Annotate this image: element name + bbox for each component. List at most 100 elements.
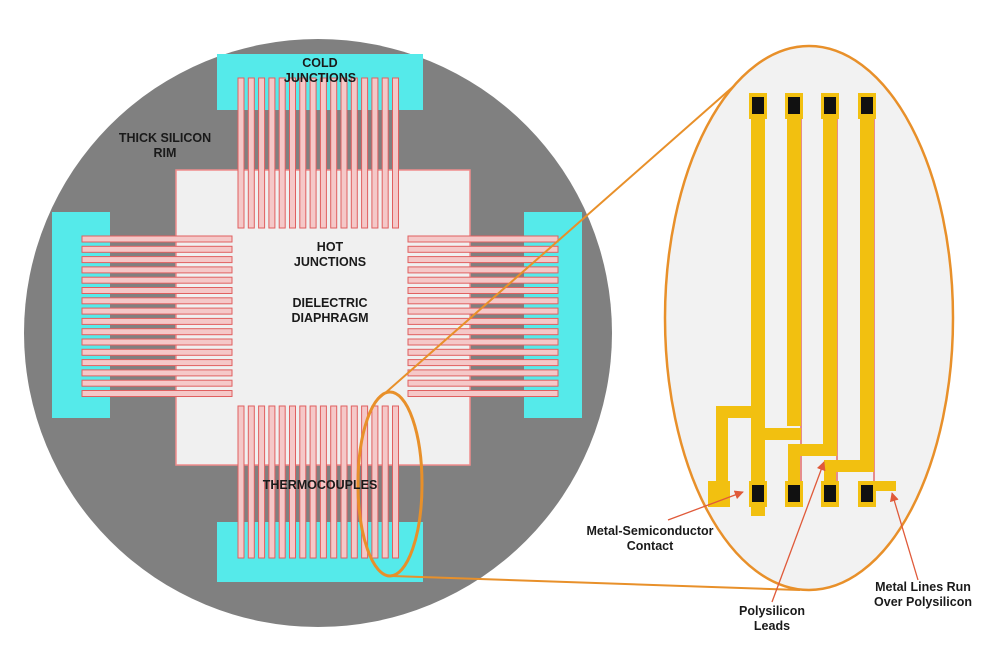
metal-line <box>824 460 874 472</box>
metal-line <box>874 481 896 491</box>
contact-leader-line <box>667 490 744 521</box>
thermocouple-strip-bottom <box>330 405 338 559</box>
thermocouple-strip-top <box>361 77 369 229</box>
thermocouple-strip-left <box>81 317 233 325</box>
thermocouple-strip-right <box>407 266 559 274</box>
zoom-connector-top <box>374 84 736 403</box>
label-diaphragm-line2: DIAPHRAGM <box>291 311 369 325</box>
thermocouple-strip-bottom <box>268 405 276 559</box>
metal-line <box>716 406 765 418</box>
contact-pad <box>861 97 873 114</box>
contact-pad <box>752 97 764 114</box>
label-thermocouples: THERMOCOUPLES <box>250 478 390 493</box>
metal-semiconductor-contacts <box>752 97 873 502</box>
thermocouple-strip-top <box>247 77 255 229</box>
thermocouple-strip-left <box>81 245 233 253</box>
thermocouple-strip-right <box>407 328 559 336</box>
metal-line <box>752 428 764 488</box>
thermocouple-strip-left <box>81 328 233 336</box>
thermocouple-strip-left <box>81 276 233 284</box>
thermocouple-strip-top <box>309 77 317 229</box>
thermocouple-strip-left <box>81 235 233 243</box>
thermocouple-strip-right <box>407 287 559 294</box>
contact-pad <box>824 97 836 114</box>
thermocouple-strip-right <box>407 338 559 346</box>
label-cold-junctions-line1: COLD <box>302 56 338 70</box>
label-hot-junctions-line2: JUNCTIONS <box>293 255 367 269</box>
metal-lines-leader-line <box>889 492 919 581</box>
thermocouple-strip-top <box>319 77 327 229</box>
label-contact: Metal-Semiconductor Contact <box>570 524 730 554</box>
thermocouple-strip-top <box>381 77 389 229</box>
magnified-view-ellipse <box>663 44 955 592</box>
label-cold-junctions: COLD JUNCTIONS <box>270 56 370 86</box>
thermocouple-strip-top <box>371 77 379 229</box>
thermocouple-strip-left <box>81 297 233 305</box>
thermocouples-top <box>237 77 399 229</box>
thermocouple-strip-left <box>81 307 233 315</box>
thermocouple-strip-top <box>340 77 348 229</box>
metal-line <box>787 96 801 426</box>
thermocouple-strip-right <box>407 276 559 284</box>
thermocouple-strip-right <box>407 307 559 315</box>
thermocouples-bottom <box>237 405 399 559</box>
thermocouple-strip-left <box>81 348 233 356</box>
label-hot-junctions-line1: HOT <box>316 240 344 254</box>
thermocouple-strip-right <box>407 235 559 243</box>
thermocouple-strip-top <box>237 77 245 229</box>
thermocouple-strip-bottom <box>371 405 379 559</box>
label-rim: THICK SILICON RIM <box>105 131 225 161</box>
metal-line <box>788 444 837 456</box>
cold-junction-pad-right <box>524 212 582 418</box>
thermocouple-strip-right <box>407 245 559 253</box>
zoom-connector-bottom <box>391 575 801 591</box>
thermocouples-left <box>81 235 233 397</box>
thermocouple-strip-left <box>81 338 233 346</box>
label-contact-line2: Contact <box>626 539 674 553</box>
thermocouple-strip-bottom <box>289 405 296 559</box>
thermocouple-strip-bottom <box>319 405 327 559</box>
metal-line <box>716 406 728 484</box>
thermocouple-strip-left <box>81 266 233 274</box>
label-rim-line2: RIM <box>153 146 177 160</box>
zoom-region-ellipse <box>356 390 424 578</box>
thermocouple-strip-right <box>407 256 559 264</box>
label-rim-line1: THICK SILICON <box>118 131 212 145</box>
contact-pad <box>752 485 764 502</box>
thermocouple-strip-top <box>268 77 276 229</box>
thermocouple-strip-bottom <box>309 405 317 559</box>
thermocouple-strip-left <box>81 379 233 387</box>
thermocouple-strip-top <box>289 77 296 229</box>
contact-pad <box>824 485 836 502</box>
thermocouple-strip-bottom <box>247 405 255 559</box>
thermocouple-strip-right <box>407 297 559 305</box>
thermocouple-strip-bottom <box>237 405 245 559</box>
contact-pad <box>788 485 800 502</box>
metal-line <box>708 481 730 507</box>
thermocouple-strip-left <box>81 287 233 294</box>
thermocouple-strip-top <box>330 77 338 229</box>
label-leads-line2: Leads <box>753 619 791 633</box>
label-diaphragm: DIELECTRIC DIAPHRAGM <box>270 296 390 326</box>
thermocouple-strip-right <box>407 379 559 387</box>
thermocouples-right <box>407 235 559 397</box>
label-cold-junctions-line2: JUNCTIONS <box>283 71 357 85</box>
thermocouple-strip-left <box>81 359 233 367</box>
contact-pad <box>861 485 873 502</box>
label-leads-line1: Polysilicon <box>739 604 805 618</box>
thermocouple-strip-top <box>350 77 358 229</box>
label-thermocouples-text: THERMOCOUPLES <box>262 478 378 492</box>
label-contact-line1: Metal-Semiconductor <box>586 524 714 538</box>
thermocouple-strip-right <box>407 348 559 356</box>
thermocouple-strip-right <box>407 390 559 397</box>
thermocouple-strip-left <box>81 369 233 377</box>
label-diaphragm-line1: DIELECTRIC <box>292 296 368 310</box>
metal-line <box>860 96 874 462</box>
thermocouple-strip-bottom <box>392 405 399 559</box>
thermocouple-strip-right <box>407 317 559 325</box>
thermocouple-strip-right <box>407 359 559 367</box>
thermocouple-strip-left <box>81 390 233 397</box>
metal-line <box>752 428 801 440</box>
